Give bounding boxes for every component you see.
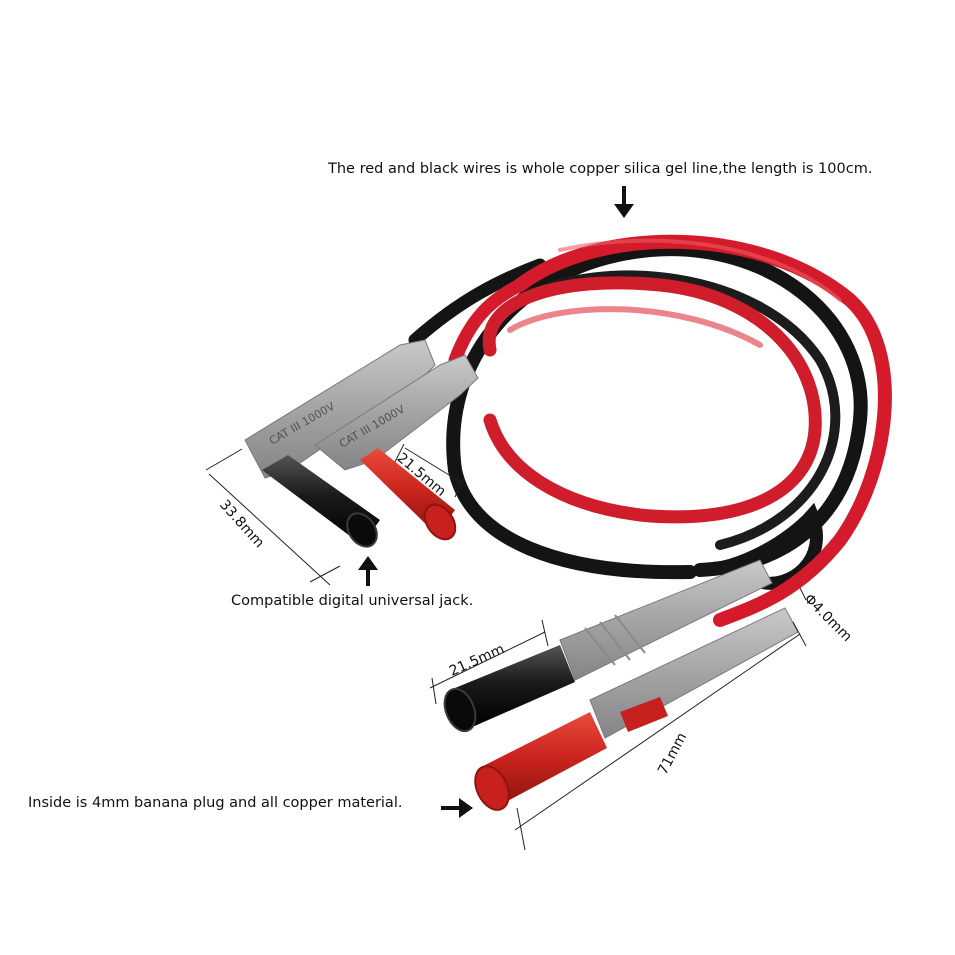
dim-line-diameter <box>799 587 807 601</box>
dim-line-21-5-angled <box>404 447 463 484</box>
wire-length-caption: The red and black wires is whole copper … <box>328 161 873 177</box>
arrow-down-icon <box>614 186 634 218</box>
arrow-up-icon <box>358 556 378 586</box>
dim-line-21-5-straight <box>429 631 546 689</box>
red-straight-plug <box>474 607 799 811</box>
black-wire <box>408 242 868 590</box>
banana-plug-caption: Inside is 4mm banana plug and all copper… <box>28 795 403 811</box>
black-straight-plug <box>443 559 773 733</box>
dimension-lines <box>205 443 807 851</box>
dim-line-71 <box>514 633 801 831</box>
red-angled-plug: CAT III 1000V <box>314 354 479 541</box>
dim-line-33-8 <box>208 473 331 586</box>
jack-caption: Compatible digital universal jack. <box>231 593 474 609</box>
arrow-right-icon <box>441 798 473 818</box>
red-wire <box>448 234 892 627</box>
